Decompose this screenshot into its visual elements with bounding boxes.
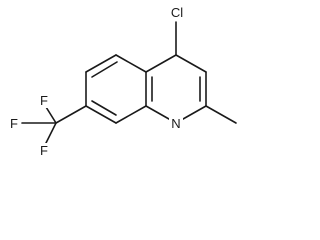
bond-lines [21, 21, 237, 144]
chlorine-label: Cl [171, 5, 183, 20]
bond-c-f2 [45, 106, 57, 124]
bond-c4a-c5 [115, 54, 147, 73]
nitrogen-label: N [171, 116, 180, 131]
bond-c7-cf3 [55, 105, 87, 124]
bond-c4a-c4 [145, 54, 177, 73]
fluorine-label-1-bg [8, 116, 21, 131]
bond-c4-c3 [175, 54, 207, 73]
fluorine-label-3: F [40, 143, 48, 158]
bond-c7-c8 [85, 105, 117, 124]
fluorine-label-2-bg [38, 93, 51, 108]
atom-labels: N Cl F F F [8, 4, 187, 158]
nitrogen-label-bg [169, 116, 183, 131]
bond-c8-c8a [115, 105, 147, 124]
bond-c2-methyl [205, 105, 237, 124]
fluorine-label-3-bg [38, 143, 51, 158]
bond-c-f3 [45, 122, 57, 144]
bond-c5-c6-inner [91, 61, 118, 78]
bond-c7-c8-inner [91, 100, 117, 116]
chlorine-label-bg [167, 4, 187, 21]
fluorine-label-2: F [40, 93, 48, 108]
chemical-structure-diagram: N Cl F F F [8, 4, 237, 158]
bond-c5-c6 [85, 54, 117, 73]
fluorine-label-1: F [10, 116, 18, 131]
